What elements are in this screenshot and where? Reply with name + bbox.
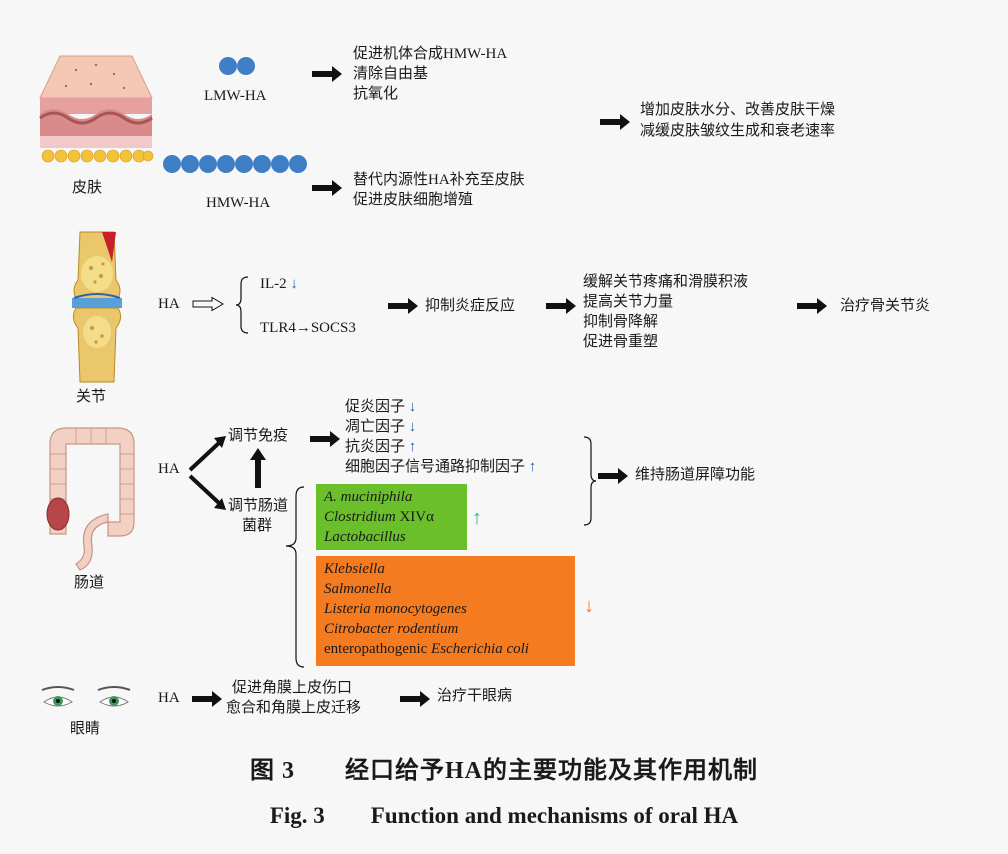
lmw-effect-3: 抗氧化 (353, 86, 399, 102)
increased-bacterium-1: A. muciniphila (324, 489, 413, 505)
organ-label-skin: 皮肤 (72, 180, 103, 196)
factor-4-arrow-icon: ↑ (528, 459, 537, 475)
joint-outcome-1: 缓解关节疼痛和滑膜积液 (583, 274, 749, 290)
intestine-illustration (46, 427, 135, 571)
lmw-ha-label: LMW-HA (204, 88, 267, 104)
factor-3-arrow-icon: ↑ (408, 439, 417, 455)
lmw-effect-2: 清除自由基 (353, 66, 429, 82)
increased-bacterium-3: Lactobacillus (324, 529, 406, 545)
hmw-ha-label: HMW-HA (206, 195, 271, 211)
il2-label: IL-2 ↓ (260, 276, 298, 292)
eye-ha-label: HA (158, 690, 180, 706)
flora-regulation-line1: 调节肠道 (228, 498, 289, 514)
decreased-bacteria-box: Klebsiella Salmonella Listeria monocytog… (316, 556, 575, 666)
joint-illustration (72, 231, 122, 383)
increased-bacterium-2: Clostridium XIVα (324, 509, 434, 525)
factor-1: 促炎因子 ↓ (345, 399, 417, 415)
decreased-bacterium-4: Citrobacter rodentium (324, 621, 459, 637)
eyes-illustration (41, 686, 131, 707)
hmw-ha-molecule-icon (163, 155, 307, 173)
immune-regulation-label: 调节免疫 (228, 428, 289, 444)
joint-outcome-2: 提高关节力量 (583, 294, 674, 310)
figure-caption-en: Fig. 3 Function and mechanisms of oral H… (269, 803, 739, 828)
eye-effect-1: 促进角膜上皮伤口 (232, 680, 353, 696)
up-arrow-icon (250, 448, 266, 488)
decreased-bacterium-3: Listeria monocytogenes (324, 601, 467, 617)
arrow-eye-effect-icon (192, 691, 222, 707)
joint-outcome-4: 促进骨重塑 (583, 334, 659, 350)
factor-2-arrow-icon: ↓ (408, 419, 417, 435)
skin-outcome-1: 增加皮肤水分、改善皮肤干燥 (640, 102, 836, 118)
arrow-joint-outcome-icon (546, 298, 576, 314)
joint-brace-icon (235, 276, 249, 334)
hollow-arrow-icon (192, 296, 224, 312)
gut-diagonal-arrows-icon (188, 436, 226, 510)
flora-regulation-line2: 菌群 (242, 518, 273, 534)
skin-illustration (39, 55, 154, 163)
arrow-joint-final-icon (797, 298, 827, 314)
organ-label-joint: 关节 (76, 389, 107, 405)
joint-outcome-3: 抑制骨降解 (583, 314, 659, 330)
eye-effect-2: 愈合和角膜上皮迁移 (226, 700, 362, 716)
decreased-bacterium-2: Salmonella (324, 581, 392, 597)
factor-1-arrow-icon: ↓ (408, 399, 417, 415)
increased-bacteria-box: A. muciniphila Clostridium XIVα Lactobac… (316, 484, 467, 550)
gut-left-brace-icon (285, 486, 305, 668)
arrow-lmw-icon (312, 66, 342, 82)
hmw-effect-1: 替代内源性HA补充至皮肤 (353, 172, 525, 188)
eye-final: 治疗干眼病 (437, 688, 513, 704)
factor-4: 细胞因子信号通路抑制因子 ↑ (345, 459, 537, 475)
joint-ha-label: HA (158, 296, 180, 312)
lmw-ha-molecule-icon (219, 57, 255, 75)
skin-outcome-2: 减缓皮肤皱纹生成和衰老速率 (640, 123, 836, 139)
decreased-arrow-icon: ↓ (584, 595, 594, 617)
gut-outcome: 维持肠道屏障功能 (635, 467, 756, 483)
hmw-effect-2: 促进皮肤细胞增殖 (353, 192, 474, 208)
factor-3: 抗炎因子 ↑ (345, 439, 417, 455)
tlr4-socs3-label: TLR4→SOCS3 (260, 320, 356, 336)
decreased-bacterium-1: Klebsiella (324, 561, 385, 577)
gut-ha-label: HA (158, 461, 180, 477)
arrow-joint-effect-icon (388, 298, 418, 314)
figure-caption-cn: 图 3 经口给予HA的主要功能及其作用机制 (250, 758, 758, 784)
increased-arrow-icon: ↑ (472, 507, 482, 529)
arrow-gut-outcome-icon (598, 468, 628, 484)
lmw-effect-1: 促进机体合成HMW-HA (353, 46, 508, 62)
gut-right-brace-icon (583, 436, 597, 526)
joint-effect: 抑制炎症反应 (425, 298, 516, 314)
decreased-bacterium-5: enteropathogenic Escherichia coli (324, 641, 529, 657)
arrow-hmw-icon (312, 180, 342, 196)
il2-down-arrow-icon: ↓ (290, 276, 298, 292)
joint-final: 治疗骨关节炎 (840, 298, 931, 314)
arrow-eye-final-icon (400, 691, 430, 707)
organ-label-eye: 眼睛 (70, 721, 101, 737)
arrow-skin-outcome-icon (600, 114, 630, 130)
organ-label-gut: 肠道 (74, 575, 105, 591)
factor-2: 凋亡因子 ↓ (345, 419, 417, 435)
arrow-immune-factors-icon (310, 431, 340, 447)
